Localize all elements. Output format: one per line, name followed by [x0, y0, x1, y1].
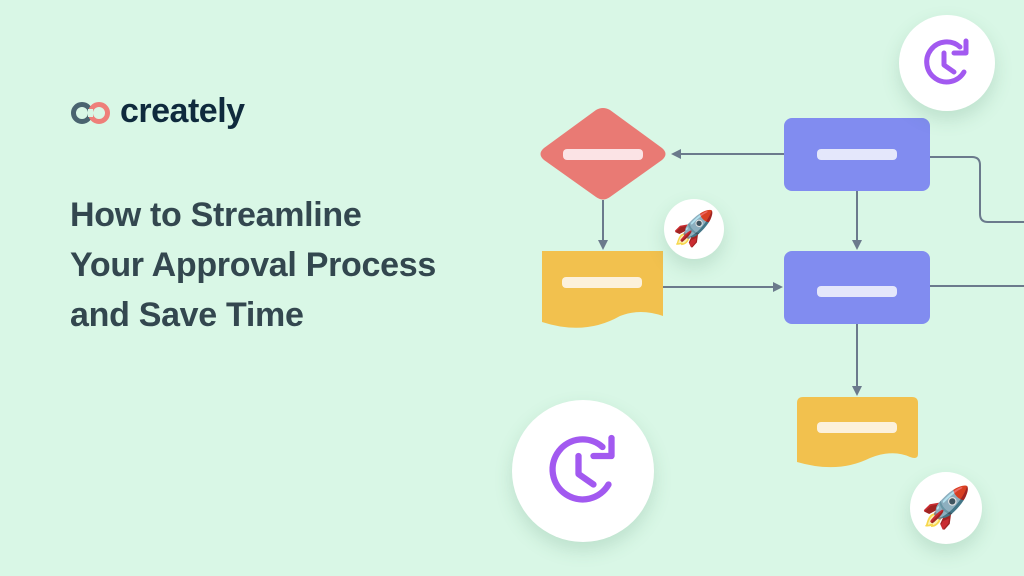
- document-shape-1: [542, 251, 663, 328]
- rocket-badge-1: 🚀: [664, 199, 724, 259]
- process-1-label-placeholder: [817, 149, 897, 160]
- brand-name: creately: [120, 92, 245, 130]
- document-2-label-placeholder: [817, 422, 897, 433]
- clock-refresh-icon: [549, 434, 615, 503]
- process-2-label-placeholder: [817, 286, 897, 297]
- creately-logo: creately: [70, 93, 245, 133]
- connector-process1-out-right: [930, 156, 1024, 223]
- clock-refresh-icon: [924, 38, 969, 85]
- creately-infinity-logo-icon: [71, 102, 110, 124]
- title-line-2: Your Approval Process: [70, 246, 436, 284]
- title-line-3: and Save Time: [70, 296, 304, 334]
- process-box-2: [784, 251, 930, 324]
- document-shape-2: [797, 397, 918, 468]
- connectors: [598, 149, 1024, 396]
- rocket-icon: 🚀: [921, 486, 971, 530]
- clock-badge-small: [899, 15, 995, 111]
- rocket-badge-2: 🚀: [910, 472, 982, 544]
- document-1-label-placeholder: [562, 277, 642, 288]
- rocket-icon: 🚀: [672, 210, 716, 248]
- clock-badge-large: [512, 400, 654, 542]
- decision-diamond: [540, 108, 666, 200]
- decision-label-placeholder: [563, 149, 643, 160]
- process-box-1: [784, 118, 930, 191]
- title-line-1: How to Streamline: [70, 196, 362, 234]
- page-title: How to Streamline Your Approval Process …: [70, 190, 510, 340]
